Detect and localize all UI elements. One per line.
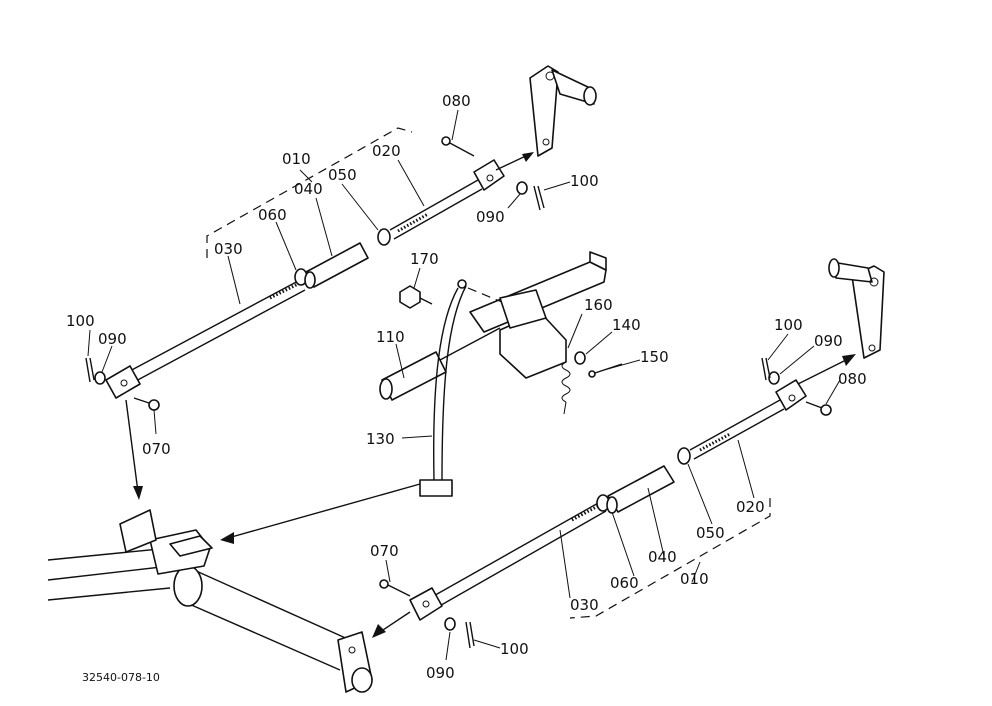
lower-washer-050: [677, 447, 691, 465]
label-170: 170: [410, 250, 439, 268]
label-160: 160: [584, 296, 613, 314]
upper-cotter-100-right: [533, 185, 545, 211]
upper-pin-080: [447, 141, 475, 157]
label-040-lower: 040: [648, 548, 677, 566]
label-070-upper: 070: [142, 440, 171, 458]
leader-lines: [87, 109, 841, 661]
lower-cotter-100-left: [465, 621, 475, 649]
label-090-lower-left: 090: [426, 664, 455, 682]
label-150: 150: [640, 348, 669, 366]
lower-clevis-left: [409, 587, 443, 621]
label-010-lower: 010: [680, 570, 709, 588]
lower-washer-090-left: [444, 617, 456, 631]
lower-pin-080: [805, 401, 823, 409]
label-050-upper: 050: [328, 166, 357, 184]
lower-cotter-100-right: [761, 357, 771, 381]
upper-rod-020: [389, 179, 479, 231]
part-labels: 010 020 030 040 050 060 070 080 090 090 …: [66, 92, 867, 684]
label-030-upper: 030: [214, 240, 243, 258]
upper-lift-arm: [529, 65, 597, 157]
label-030-lower: 030: [570, 596, 599, 614]
lower-lift-arm: [828, 258, 885, 359]
lower-assembly-bracket: [569, 498, 771, 619]
label-090-lower-right: 090: [814, 332, 843, 350]
bolt-170: [399, 285, 421, 309]
label-080-upper: 080: [442, 92, 471, 110]
label-110: 110: [376, 328, 405, 346]
label-090-upper-right: 090: [476, 208, 505, 226]
lower-sleeve-040: [607, 465, 675, 513]
lower-pin-070: [385, 583, 411, 597]
lower-rod-assembly: [372, 354, 856, 649]
upper-washer-050: [377, 228, 391, 246]
spring: [561, 361, 571, 403]
label-090-upper-left: 090: [98, 330, 127, 348]
upper-assembly-bracket: [206, 127, 413, 258]
upper-washer-090-left: [94, 371, 106, 385]
label-060-upper: 060: [258, 206, 287, 224]
upper-cotter-100-left: [85, 357, 95, 383]
upper-clevis-left: [105, 365, 141, 399]
label-130: 130: [366, 430, 395, 448]
label-060-lower: 060: [610, 574, 639, 592]
label-100-upper-right: 100: [570, 172, 599, 190]
label-050-lower: 050: [696, 524, 725, 542]
label-020-upper: 020: [372, 142, 401, 160]
drawing-number: 32540-078-10: [82, 671, 160, 684]
center-bracket-assembly: [220, 251, 623, 544]
label-020-lower: 020: [736, 498, 765, 516]
rockshaft-axle: [47, 509, 373, 693]
label-010-upper: 010: [282, 150, 311, 168]
label-140: 140: [612, 316, 641, 334]
upper-rod-assembly: [85, 127, 545, 500]
label-080-lower: 080: [838, 370, 867, 388]
label-100-lower-left: 100: [500, 640, 529, 658]
lower-washer-090-right: [768, 371, 780, 385]
lever-rod-130: [433, 287, 459, 481]
label-040-upper: 040: [294, 180, 323, 198]
upper-washer-090-right: [516, 181, 528, 195]
lower-rod-030: [429, 501, 601, 599]
upper-rod-030: [127, 279, 301, 373]
label-100-lower-right: 100: [774, 316, 803, 334]
lower-rod-020: [689, 399, 781, 451]
label-070-lower: 070: [370, 542, 399, 560]
washer-140: [574, 351, 586, 365]
label-100-upper-left: 100: [66, 312, 95, 330]
